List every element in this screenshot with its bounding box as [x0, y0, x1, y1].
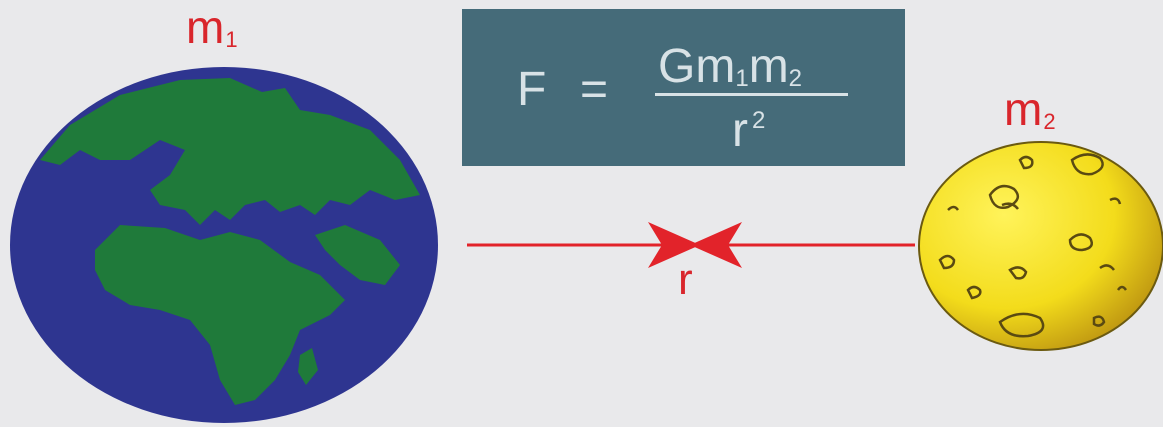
moon-sphere: [918, 141, 1163, 351]
distance-label: r: [678, 255, 693, 304]
formula-sub-1: 1: [735, 65, 749, 92]
mass-1-symbol: m: [186, 1, 225, 53]
mass-2-symbol: m: [1004, 83, 1043, 135]
mass-1-label: m1: [186, 4, 238, 51]
mass-2-subscript: 2: [1043, 109, 1056, 134]
mass-2-label: m2: [1004, 86, 1056, 133]
earth-globe: [10, 67, 438, 423]
earth-land-africa: [95, 225, 345, 405]
mass-1-subscript: 1: [225, 27, 238, 52]
earth-land-arabia: [315, 225, 400, 285]
formula-m: m: [748, 40, 789, 93]
formula-force: F: [517, 63, 547, 116]
formula-numerator: Gm1m2: [658, 43, 802, 91]
formula-equals: =: [580, 63, 609, 116]
right-arrowhead: [690, 222, 742, 268]
fraction-bar: [655, 93, 848, 96]
moon-craters: [938, 153, 1128, 338]
earth-land-north: [40, 78, 420, 225]
formula-exponent: 2: [751, 107, 766, 134]
formula-gm: Gm: [658, 40, 736, 93]
formula-sub-2: 2: [788, 65, 803, 92]
earth-land-island: [298, 348, 318, 385]
distance-arrows: [467, 222, 915, 268]
left-arrowhead: [648, 222, 700, 268]
formula-r: r: [732, 104, 748, 157]
